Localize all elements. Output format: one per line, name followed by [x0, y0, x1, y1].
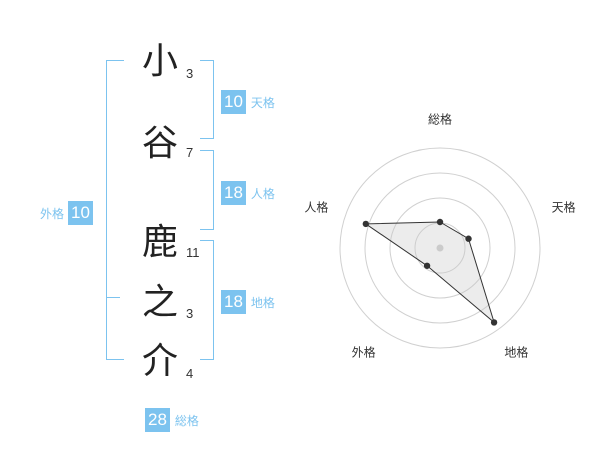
stroke-count-3: 11 — [186, 245, 200, 260]
gaikaku-value: 10 — [68, 201, 93, 225]
radar-axis-label-5: 人格 — [304, 199, 328, 214]
gaikaku-bracket — [106, 60, 124, 360]
radar-point-2 — [465, 235, 472, 242]
radar-series-polygon — [364, 221, 496, 324]
soukaku-value: 28 — [145, 408, 170, 432]
stroke-count-4: 3 — [186, 306, 194, 321]
tenkaku-value: 10 — [221, 90, 246, 114]
tenkaku-label: 天格 — [250, 95, 275, 110]
chikaku-label: 地格 — [250, 295, 275, 310]
gaikaku-badge: 外格 10 — [40, 201, 93, 225]
stroke-count-2: 7 — [186, 145, 194, 160]
radar-ring — [364, 172, 516, 324]
soukaku-badge: 28 総格 — [145, 408, 199, 432]
radar-ring — [389, 197, 491, 299]
gaikaku-label: 外格 — [40, 206, 65, 221]
stroke-count-1: 3 — [186, 66, 194, 81]
jinkaku-bracket — [200, 150, 214, 230]
name-char-4: 之 — [141, 282, 178, 323]
radar-center-dot — [436, 244, 444, 252]
stroke-count-5: 4 — [186, 366, 194, 381]
jinkaku-value: 18 — [221, 181, 246, 205]
radar-ring — [339, 147, 541, 349]
radar-axis-label-1: 総格 — [428, 112, 452, 127]
radar-axis-label-4: 外格 — [352, 345, 376, 360]
radar-axis-label-2: 天格 — [552, 199, 576, 214]
name-char-3: 鹿 — [141, 222, 178, 263]
gaikaku-bracket-mid-tick — [106, 297, 120, 298]
chikaku-value: 18 — [221, 290, 246, 314]
radar-point-4 — [423, 262, 431, 269]
tenkaku-bracket — [200, 60, 214, 139]
chikaku-badge: 18 地格 — [221, 290, 275, 314]
jinkaku-label: 人格 — [250, 186, 275, 201]
name-char-1: 小 — [141, 41, 178, 82]
chikaku-bracket — [200, 240, 214, 360]
radar-point-5 — [362, 220, 370, 228]
jinkaku-badge: 18 人格 — [221, 181, 275, 205]
name-char-5: 介 — [141, 341, 178, 382]
radar-axis-label-3: 地格 — [504, 345, 528, 360]
soukaku-label: 総格 — [174, 413, 199, 428]
radar-point-3 — [490, 319, 498, 326]
tenkaku-badge: 10 天格 — [221, 90, 275, 114]
name-char-2: 谷 — [141, 123, 178, 164]
radar-point-1 — [436, 218, 444, 226]
